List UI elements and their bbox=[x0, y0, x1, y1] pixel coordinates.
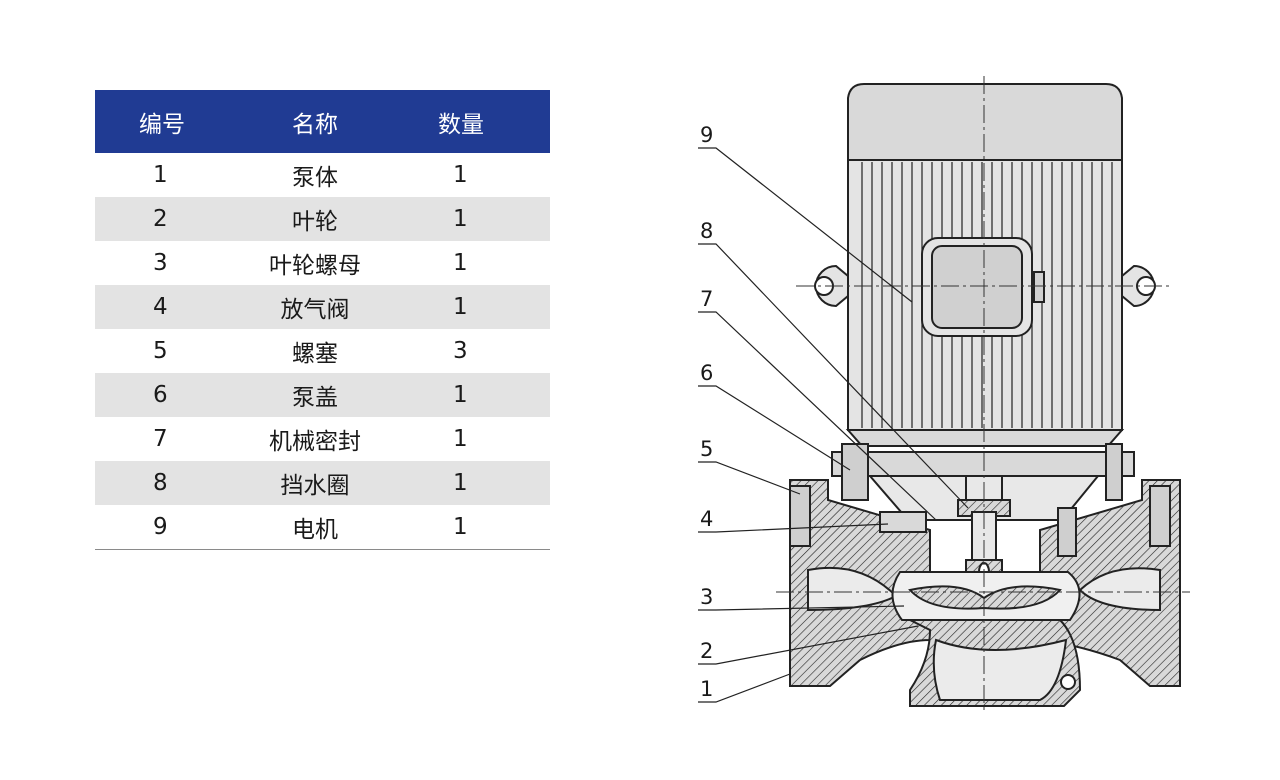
callout-9: 9 bbox=[700, 123, 713, 147]
callout-labels: 9 8 7 6 5 4 3 2 1 bbox=[700, 123, 713, 701]
part-quantity: 1 bbox=[453, 206, 468, 232]
part-number: 6 bbox=[153, 382, 168, 408]
callout-leaders bbox=[698, 147, 969, 703]
motor bbox=[814, 83, 1156, 447]
callout-7: 7 bbox=[700, 287, 713, 311]
part-quantity: 1 bbox=[453, 470, 468, 496]
part-name: 电机 bbox=[292, 516, 338, 543]
callout-1: 1 bbox=[700, 677, 713, 701]
callout-8: 8 bbox=[700, 219, 713, 243]
header-name: 名称 bbox=[292, 111, 338, 138]
callout-3: 3 bbox=[700, 585, 713, 609]
part-quantity: 1 bbox=[453, 382, 468, 408]
part-number: 3 bbox=[153, 250, 168, 276]
part-quantity: 1 bbox=[453, 294, 468, 320]
table-header-row: 编号 名称 数量 bbox=[95, 90, 550, 153]
part-name: 泵体 bbox=[292, 165, 338, 191]
table-row: 5 螺塞 3 bbox=[95, 329, 550, 373]
header-quantity: 数量 bbox=[438, 111, 484, 138]
table-row: 8 挡水圈 1 bbox=[95, 461, 550, 505]
pump-cross-section-diagram: 9 8 7 6 5 4 3 2 1 bbox=[698, 76, 1190, 712]
part-number: 2 bbox=[153, 206, 168, 232]
pump-body bbox=[789, 479, 1181, 707]
table-row: 3 叶轮螺母 1 bbox=[95, 241, 550, 285]
part-name: 泵盖 bbox=[292, 385, 338, 411]
part-quantity: 1 bbox=[453, 250, 468, 276]
table-row: 9 电机 1 bbox=[95, 505, 550, 549]
part-number: 7 bbox=[153, 426, 168, 452]
part-name: 机械密封 bbox=[269, 429, 361, 455]
part-name: 螺塞 bbox=[292, 341, 338, 367]
part-number: 9 bbox=[153, 513, 168, 540]
part-name: 放气阀 bbox=[280, 297, 350, 323]
callout-2: 2 bbox=[700, 639, 713, 663]
parts-table: 编号 名称 数量 1 泵体 1 2 叶轮 1 3 叶轮螺母 1 4 放气阀 1 … bbox=[95, 90, 550, 550]
table-row: 1 泵体 1 bbox=[95, 153, 550, 197]
center-lines bbox=[776, 76, 1190, 712]
part-number: 4 bbox=[153, 294, 168, 320]
part-quantity: 1 bbox=[453, 426, 468, 452]
part-number: 5 bbox=[153, 338, 168, 364]
callout-4: 4 bbox=[700, 507, 713, 531]
table-row: 7 机械密封 1 bbox=[95, 417, 550, 461]
callout-6: 6 bbox=[700, 361, 713, 385]
part-name: 叶轮 bbox=[292, 209, 338, 235]
callout-5: 5 bbox=[700, 437, 713, 461]
part-name: 叶轮螺母 bbox=[269, 253, 361, 279]
part-quantity: 1 bbox=[453, 162, 468, 188]
part-quantity: 3 bbox=[453, 338, 468, 364]
part-name: 挡水圈 bbox=[280, 473, 350, 499]
part-number: 1 bbox=[153, 162, 168, 188]
header-number: 编号 bbox=[139, 111, 185, 138]
table-row: 4 放气阀 1 bbox=[95, 285, 550, 329]
table-row: 6 泵盖 1 bbox=[95, 373, 550, 417]
table-row: 2 叶轮 1 bbox=[95, 197, 550, 241]
part-quantity: 1 bbox=[453, 513, 468, 540]
part-number: 8 bbox=[153, 470, 168, 496]
